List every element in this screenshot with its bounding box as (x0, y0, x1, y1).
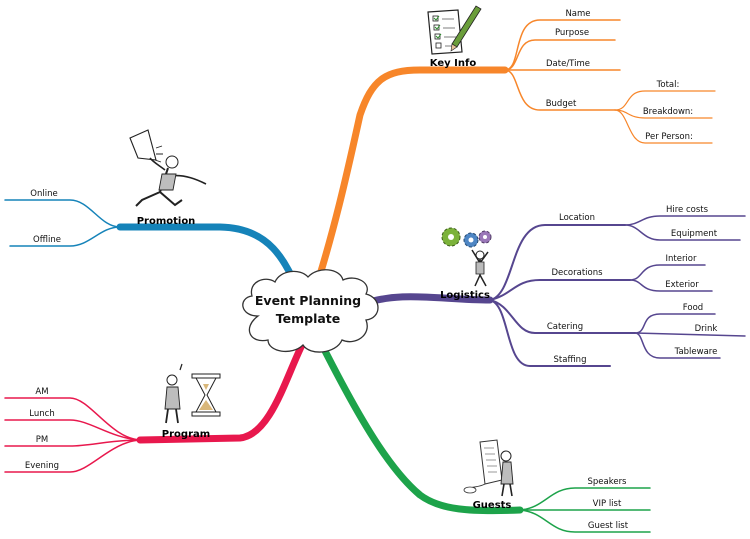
promotion-link-online (4, 199, 121, 228)
promotion-link-offline (9, 226, 121, 247)
checklist-icon (427, 5, 482, 55)
promotion-item-offline: Offline (33, 235, 61, 245)
budget-link-total (614, 90, 716, 111)
guests-item-vip: VIP list (593, 499, 622, 509)
megaphone-runner-icon (129, 129, 207, 207)
branch-key-info (308, 19, 716, 304)
program-item-lunch: Lunch (29, 409, 54, 419)
program-link-lunch (4, 419, 141, 441)
budget-item-perperson: Per Person: (645, 132, 693, 142)
logistics-link-location (489, 224, 626, 301)
location-item-hire: Hire costs (666, 205, 709, 215)
guests-link-guestlist (519, 509, 651, 533)
guests-main-branch (318, 341, 524, 515)
decorations-link-exterior (629, 279, 713, 292)
program-item-pm: PM (36, 435, 48, 445)
promotion-item-online: Online (30, 189, 57, 199)
logistics-item-decorations: Decorations (551, 268, 603, 278)
key-info-item-purpose: Purpose (555, 28, 589, 38)
guests-item-speakers: Speakers (587, 477, 627, 487)
decorations-item-exterior: Exterior (665, 280, 699, 290)
catering-item-drink: Drink (695, 324, 718, 334)
program-link-pm (4, 439, 141, 447)
center-title-line2: Template (276, 311, 341, 326)
program-item-evening: Evening (25, 461, 59, 471)
key-info-main-branch (308, 66, 509, 304)
logistics-label: Logistics (440, 290, 490, 301)
key-info-label: Key Info (430, 58, 477, 69)
program-link-am (4, 397, 141, 441)
location-item-equipment: Equipment (671, 229, 718, 239)
catering-link-tableware (634, 332, 721, 359)
logistics-link-staffing (489, 299, 611, 367)
key-info-item-datetime: Date/Time (546, 59, 590, 69)
guests-label: Guests (473, 500, 512, 511)
budget-item-total: Total: (656, 80, 680, 90)
person-reading-list-icon (463, 439, 514, 497)
program-main-branch (136, 341, 306, 444)
budget-item-breakdown: Breakdown: (643, 107, 693, 117)
logistics-item-staffing: Staffing (554, 355, 587, 365)
budget-link-perperson (614, 109, 713, 144)
logistics-item-catering: Catering (547, 322, 583, 332)
guests-item-guestlist: Guest list (588, 521, 629, 531)
center-topic: Event Planning Template (242, 269, 379, 353)
program-label: Program (162, 429, 210, 440)
branch-program (4, 341, 306, 473)
program-item-am: AM (35, 387, 48, 397)
program-link-evening (4, 439, 141, 473)
location-link-hire (624, 215, 746, 226)
key-info-link-budget (504, 69, 616, 111)
logistics-link-catering (489, 299, 636, 334)
decorations-link-interior (629, 264, 706, 281)
key-info-item-budget: Budget (546, 99, 577, 109)
branch-guests (318, 341, 651, 533)
key-info-item-name: Name (565, 9, 590, 19)
promotion-label: Promotion (137, 216, 196, 227)
center-cloud-shape (242, 269, 379, 353)
decorations-item-interior: Interior (665, 254, 697, 264)
logistics-item-location: Location (559, 213, 595, 223)
branch-logistics (356, 215, 746, 367)
branch-promotion (4, 199, 304, 299)
catering-item-food: Food (683, 303, 703, 313)
budget-link-breakdown (614, 109, 713, 119)
gears-person-icon (441, 227, 492, 287)
location-link-equipment (624, 224, 741, 241)
center-title-line1: Event Planning (255, 293, 361, 308)
catering-item-tableware: Tableware (674, 347, 718, 357)
catering-link-drink (634, 332, 746, 337)
guests-link-speakers (519, 487, 651, 511)
catering-link-food (634, 313, 716, 334)
person-hourglass-icon (164, 363, 221, 424)
logistics-link-decorations (489, 279, 631, 301)
key-info-link-purpose (504, 39, 616, 71)
